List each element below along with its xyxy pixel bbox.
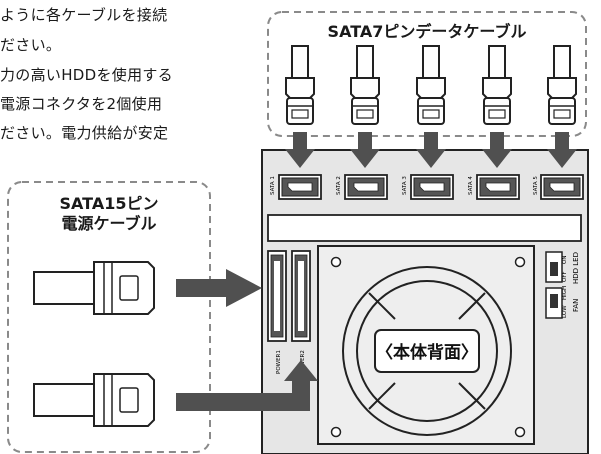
data-arrows <box>285 132 577 168</box>
fan-switch[interactable] <box>545 287 563 319</box>
enclosure-back-panel: SATA 1 SATA 2 SATA 3 SATA 4 SATA 5 POWER… <box>261 149 589 454</box>
down-arrow-icon <box>547 132 577 168</box>
sata-port <box>410 174 454 200</box>
power1-label: POWER1 <box>276 350 282 374</box>
screw-icon <box>514 256 526 268</box>
fan-low-label: LOW <box>562 305 568 318</box>
sata-data-plug <box>285 45 315 125</box>
down-arrow-icon <box>416 132 446 168</box>
power-cable-title-line1: SATA15ピン <box>59 194 159 213</box>
power-cable-title-line2: 電源ケーブル <box>61 214 157 233</box>
screw-icon <box>330 426 342 438</box>
screw-icon <box>330 256 342 268</box>
fan-label: FAN <box>572 299 580 312</box>
blank-slot <box>267 214 582 242</box>
instruction-line: 力の高いHDDを使用する <box>0 66 173 84</box>
data-cable-plugs <box>285 45 577 125</box>
bent-arrow-icon <box>176 360 318 411</box>
sata-port <box>476 174 520 200</box>
instruction-line: ださい。電力供給が安定 <box>0 124 169 142</box>
sata-data-plug <box>350 45 380 125</box>
sata-port <box>278 174 322 200</box>
sata-port <box>344 174 388 200</box>
power2-label: POWER2 <box>300 350 306 374</box>
down-arrow-icon <box>482 132 512 168</box>
power-cable-frame <box>7 181 211 453</box>
hdd-led-on-label: ON <box>562 256 568 264</box>
right-arrow-icon <box>176 269 262 307</box>
port-label: SATA 4 <box>468 176 474 195</box>
sata-data-plug <box>482 45 512 125</box>
fan-high-label: HIGH <box>562 286 568 300</box>
hdd-led-off-label: OFF <box>562 271 568 282</box>
port-label: SATA 3 <box>402 176 408 195</box>
sata-power-plug <box>33 373 155 427</box>
port-label: SATA 2 <box>336 176 342 195</box>
instruction-line: ように各ケーブルを接続 <box>0 6 168 24</box>
back-panel-label: 〈本体背面〉 <box>376 342 478 363</box>
instruction-line: 電源コネクタを2個使用 <box>0 95 163 113</box>
fan-grille-icon <box>342 266 512 436</box>
data-cable-frame <box>267 11 587 137</box>
hdd-led-switch[interactable] <box>545 251 563 283</box>
instruction-line: ださい。 <box>0 36 62 54</box>
sata-power-plug <box>33 261 155 315</box>
port-label: SATA 5 <box>533 176 539 195</box>
data-cable-title: SATA7ピンデータケーブル <box>327 22 527 41</box>
hdd-led-label: HDD LED <box>572 252 580 284</box>
port-label: SATA 1 <box>270 176 276 195</box>
sata-data-plug <box>416 45 446 125</box>
sata-port <box>540 174 584 200</box>
down-arrow-icon <box>350 132 380 168</box>
sata-data-plug <box>547 45 577 125</box>
screw-icon <box>514 426 526 438</box>
down-arrow-icon <box>285 132 315 168</box>
